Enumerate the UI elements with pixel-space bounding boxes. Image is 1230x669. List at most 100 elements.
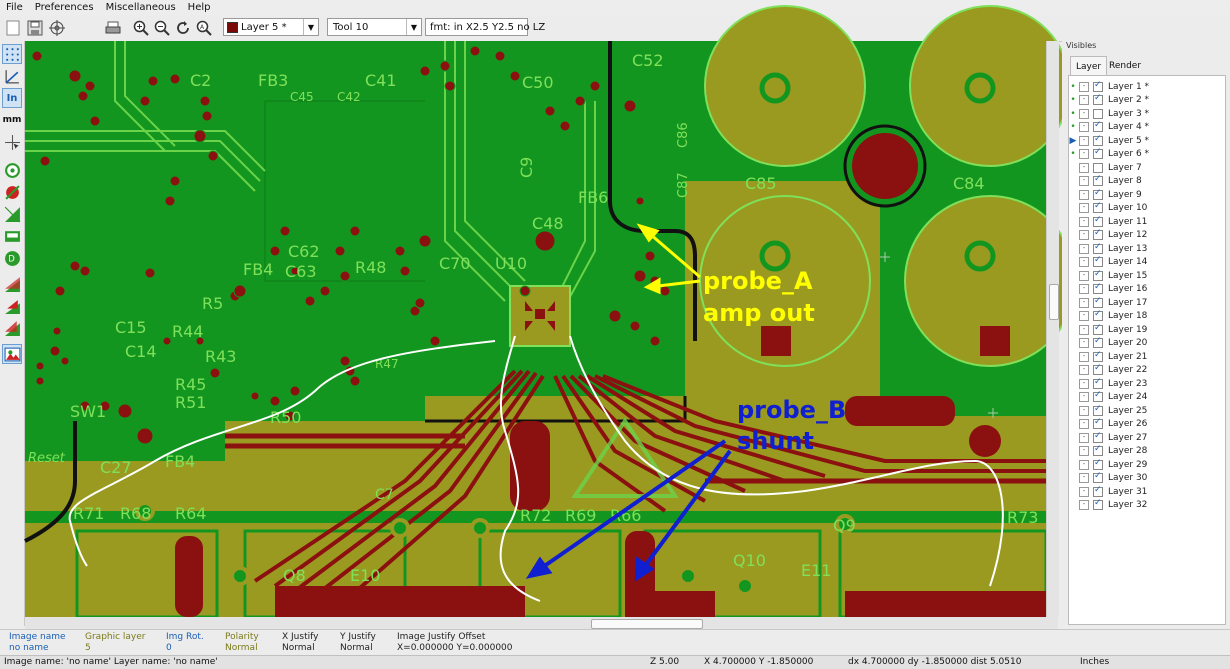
flashed-items-icon[interactable]	[2, 160, 22, 180]
layers-stack-icon[interactable]	[2, 296, 22, 316]
layer-row[interactable]: -Layer 19	[1069, 323, 1225, 336]
layer-visibility-checkbox[interactable]	[1093, 120, 1103, 132]
layer-color-button[interactable]: -	[1079, 135, 1089, 146]
layer-visibility-checkbox[interactable]	[1093, 485, 1103, 497]
layer-color-button[interactable]: -	[1079, 108, 1089, 119]
horizontal-scroll-thumb[interactable]	[591, 619, 703, 629]
grid-toggle-icon[interactable]	[2, 44, 22, 64]
vertical-scroll-thumb[interactable]	[1049, 284, 1059, 320]
layer-visibility-checkbox[interactable]	[1093, 108, 1103, 119]
layer-visibility-checkbox[interactable]	[1093, 417, 1103, 429]
layer-row[interactable]: -Layer 20	[1069, 336, 1225, 350]
layer-visibility-checkbox[interactable]	[1093, 228, 1103, 240]
layer-row[interactable]: •-Layer 3 *	[1069, 107, 1225, 120]
layer-row[interactable]: -Layer 21	[1069, 350, 1225, 363]
units-mm-button[interactable]: mm	[2, 110, 22, 130]
units-inch-button[interactable]: In	[2, 88, 22, 108]
menu-item-miscellaneous[interactable]: Miscellaneous	[105, 2, 176, 13]
cursor-shape-icon[interactable]	[2, 132, 22, 152]
layer-row[interactable]: -Layer 28	[1069, 444, 1225, 458]
layer-visibility-checkbox[interactable]	[1093, 215, 1103, 227]
layer-row[interactable]: -Layer 22	[1069, 363, 1225, 377]
layer-color-button[interactable]: -	[1079, 324, 1089, 335]
layer-visibility-checkbox[interactable]	[1093, 255, 1103, 267]
layer-row[interactable]: •-Layer 4 *	[1069, 120, 1225, 134]
tab-layer[interactable]: Layer	[1070, 56, 1108, 75]
layer-visibility-checkbox[interactable]	[1093, 147, 1103, 159]
menu-item-help[interactable]: Help	[187, 2, 211, 13]
layer-visibility-checkbox[interactable]	[1093, 242, 1103, 254]
layer-visibility-checkbox[interactable]	[1093, 162, 1103, 173]
layer-color-button[interactable]: -	[1079, 95, 1089, 105]
layer-row[interactable]: -Layer 32	[1069, 498, 1225, 512]
pcb-canvas[interactable]: C2 FB3 C41 C45 C42 C50 C52 C86 C87 C85 C…	[24, 5, 1076, 619]
layer-color-button[interactable]: -	[1079, 473, 1089, 483]
chevron-down-icon[interactable]: ▼	[303, 19, 318, 35]
polygon-sketch-icon[interactable]	[2, 204, 22, 224]
layer-row[interactable]: -Layer 31	[1069, 485, 1225, 498]
layer-visibility-checkbox[interactable]	[1093, 309, 1103, 321]
layer-color-button[interactable]: -	[1079, 162, 1089, 173]
layer-visibility-checkbox[interactable]	[1093, 390, 1103, 402]
layer-visibility-checkbox[interactable]	[1093, 80, 1103, 92]
layer-color-button[interactable]: -	[1079, 230, 1089, 240]
layer-select[interactable]: Layer 5 * ▼	[223, 18, 319, 36]
layer-color-button[interactable]: -	[1079, 486, 1089, 497]
layer-visibility-checkbox[interactable]	[1093, 188, 1103, 200]
layer-visibility-checkbox[interactable]	[1093, 269, 1103, 281]
layer-visibility-checkbox[interactable]	[1093, 363, 1103, 375]
layer-visibility-checkbox[interactable]	[1093, 404, 1103, 416]
chevron-down-icon[interactable]: ▼	[406, 19, 421, 35]
layer-row[interactable]: -Layer 30	[1069, 471, 1225, 485]
layer-visibility-checkbox[interactable]	[1093, 201, 1103, 213]
layer-color-button[interactable]: -	[1079, 243, 1089, 254]
layer-visibility-checkbox[interactable]	[1093, 93, 1103, 105]
layer-color-button[interactable]: -	[1079, 500, 1089, 510]
layer-color-button[interactable]: -	[1079, 405, 1089, 416]
layer-visibility-checkbox[interactable]	[1093, 431, 1103, 443]
layers-overlay-icon[interactable]	[2, 318, 22, 338]
layer-row[interactable]: -Layer 27	[1069, 431, 1225, 444]
layer-visibility-checkbox[interactable]	[1093, 498, 1103, 510]
layer-color-button[interactable]: -	[1079, 149, 1089, 159]
format-field[interactable]: fmt: in X2.5 Y2.5 no LZ	[425, 18, 545, 36]
layer-visibility-checkbox[interactable]	[1093, 134, 1103, 146]
layer-row[interactable]: -Layer 11	[1069, 215, 1225, 228]
polar-coords-icon[interactable]	[2, 66, 22, 86]
layer-color-button[interactable]: -	[1079, 432, 1089, 443]
layer-row[interactable]: •-Layer 2 *	[1069, 93, 1225, 107]
layer-row[interactable]: -Layer 26	[1069, 417, 1225, 431]
layer-visibility-checkbox[interactable]	[1093, 282, 1103, 294]
layer-color-button[interactable]: -	[1079, 392, 1089, 402]
high-contrast-icon[interactable]	[2, 344, 22, 364]
vertical-scrollbar[interactable]	[1046, 41, 1059, 617]
layer-visibility-checkbox[interactable]	[1093, 444, 1103, 456]
layer-color-button[interactable]: -	[1079, 297, 1089, 308]
layer-color-button[interactable]: -	[1079, 81, 1089, 92]
layer-visibility-checkbox[interactable]	[1093, 377, 1103, 389]
save-icon[interactable]	[25, 18, 45, 38]
layer-color-button[interactable]: -	[1079, 122, 1089, 132]
layer-color-button[interactable]: -	[1079, 459, 1089, 470]
layer-color-button[interactable]: -	[1079, 203, 1089, 213]
layer-visibility-checkbox[interactable]	[1093, 174, 1103, 186]
layer-color-button[interactable]: -	[1079, 419, 1089, 429]
layer-color-button[interactable]: -	[1079, 338, 1089, 348]
layer-row[interactable]: ▶-Layer 5 *	[1069, 134, 1225, 147]
layer-row[interactable]: -Layer 9	[1069, 188, 1225, 201]
layer-row[interactable]: -Layer 7	[1069, 161, 1225, 174]
layer-row[interactable]: -Layer 15	[1069, 269, 1225, 282]
print-icon[interactable]	[103, 18, 123, 38]
layer-color-button[interactable]: -	[1079, 284, 1089, 294]
layer-color-button[interactable]: -	[1079, 216, 1089, 227]
tab-render[interactable]: Render	[1109, 61, 1142, 71]
layer-color-button[interactable]: -	[1079, 270, 1089, 281]
layer-color-button[interactable]: -	[1079, 351, 1089, 362]
target-icon[interactable]	[47, 18, 67, 38]
layer-row[interactable]: -Layer 24	[1069, 390, 1225, 404]
layer-row[interactable]: -Layer 17	[1069, 296, 1225, 309]
tool-select[interactable]: Tool 10 ▼	[327, 18, 422, 36]
line-sketch-icon[interactable]	[2, 182, 22, 202]
layer-visibility-checkbox[interactable]	[1093, 458, 1103, 470]
layer-visibility-checkbox[interactable]	[1093, 296, 1103, 308]
